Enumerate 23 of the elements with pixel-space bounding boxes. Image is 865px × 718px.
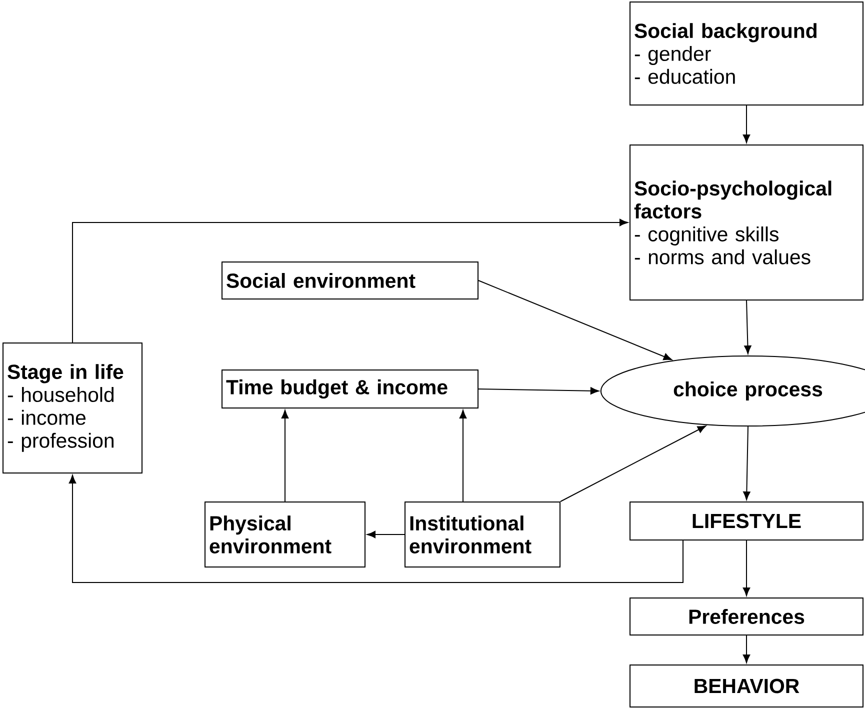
- text-box: Socio-psychological factors - cognitive skills - norms and values: [630, 144, 864, 300]
- arrow: [72, 218, 628, 343]
- text-box: Social background - gender - education: [630, 2, 864, 106]
- text-box: Social environment: [222, 262, 478, 300]
- arrow: [366, 530, 405, 538]
- arrow: [459, 410, 467, 502]
- arrow: [281, 410, 289, 502]
- arrow: [743, 426, 750, 500]
- arrow: [742, 540, 750, 596]
- arrow: [478, 280, 672, 360]
- text-box: Physical environment: [204, 502, 366, 568]
- text-box: Stage in life - household - income - profession: [2, 342, 142, 474]
- arrow: [744, 300, 752, 354]
- text-box: Time budget & income: [222, 370, 478, 408]
- arrow: [560, 426, 706, 502]
- arrow: [742, 105, 750, 144]
- arrow: [742, 635, 750, 664]
- arrow: [68, 474, 684, 583]
- arrow: [478, 387, 599, 394]
- text-box: Institutional environment: [404, 502, 560, 568]
- text-box: BEHAVIOR: [630, 664, 864, 708]
- text-box: Preferences: [630, 598, 864, 636]
- text-box: LIFESTYLE: [630, 502, 864, 540]
